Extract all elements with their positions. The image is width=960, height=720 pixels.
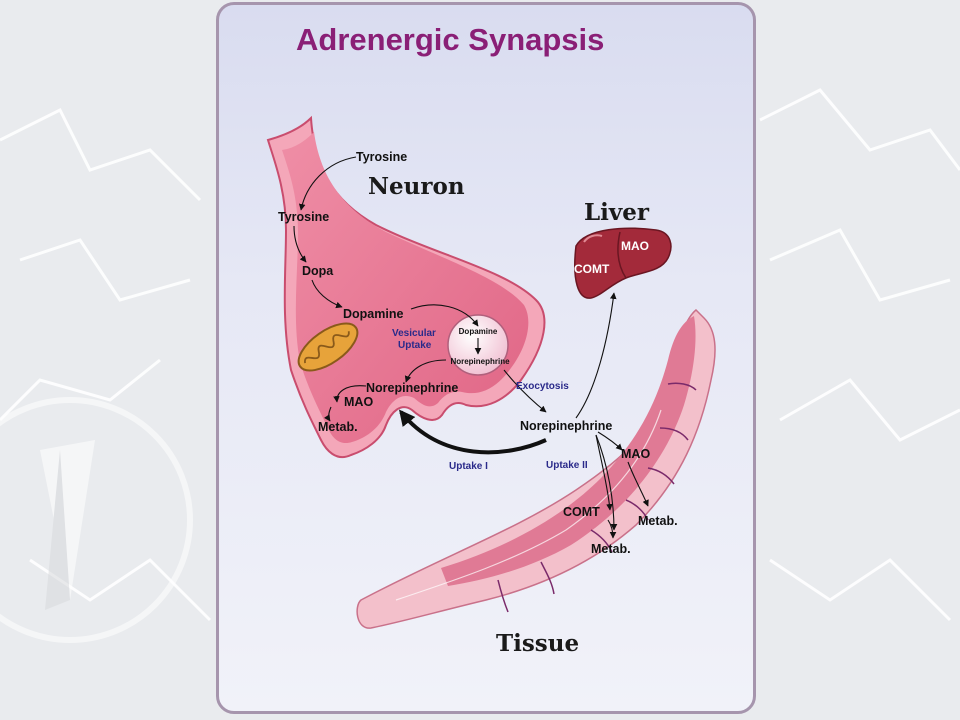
neuron-heading: Neuron [368,173,465,200]
liver-comt-label: COMT [574,262,610,276]
tyrosine-outside-label: Tyrosine [356,150,407,164]
arrow-tyrosine-in [298,156,357,211]
uptake-1-label: Uptake I [449,461,488,472]
arrow-uptake-1 [398,409,547,455]
liver-heading: Liver [584,199,650,226]
metab-neuron-label: Metab. [318,420,358,434]
vesicular-uptake-label: Vesicular Uptake [392,328,439,351]
vesicle-norepinephrine-label: Norepinephrine [450,357,510,366]
liver-mao-label: MAO [621,239,649,253]
tissue-metab-1-label: Metab. [638,514,678,528]
uptake-2-label: Uptake II [546,460,588,471]
dopamine-label: Dopamine [343,307,403,321]
arrow-uptake-2-to-comt [595,434,613,511]
tissue-heading: Tissue [496,630,579,657]
arrow-vesicular-uptake [404,359,447,383]
diagram-title: Adrenergic Synapsis [296,22,604,57]
arrow-uptake-2-to-mao [597,431,623,451]
synaptic-vesicle: Dopamine Norepinephrine [447,314,510,376]
compass-icon [0,397,193,643]
norepinephrine-label: Norepinephrine [366,381,458,395]
arrow-to-dopa [293,225,307,263]
arrow-to-mao [333,385,367,403]
arrow-mao-to-metab [627,461,649,507]
arrow-exocytosis [503,369,547,413]
arrow-to-metab [323,406,332,422]
vesicular-uptake-line1: Vesicular [392,328,436,339]
vesicle-dopamine-label: Dopamine [459,327,498,336]
tyrosine-inside-label: Tyrosine [278,210,329,224]
neuron-terminal [266,115,546,459]
target-tissue [356,308,716,629]
tissue-comt-label: COMT [563,505,600,519]
exocytosis-label: Exocytosis [516,381,569,392]
tissue-metab-2-label: Metab. [591,542,631,556]
arrow-to-liver [575,292,617,419]
tissue-mao-label: MAO [621,447,650,461]
arrow-dopamine-to-vesicle [410,304,479,327]
mitochondrion-icon [297,322,359,372]
vesicular-uptake-line2: Uptake [398,340,432,351]
liver-icon [574,227,672,299]
dopa-label: Dopa [302,264,334,278]
arrow-to-dopamine [311,279,343,309]
adrenergic-synapse-diagram: Adrenergic Synapsis Dopamine Norepinephr… [266,22,716,657]
cleft-norepinephrine-label: Norepinephrine [520,419,612,433]
arrow-uptake-2-to-metab [595,434,618,531]
arrow-comt-to-metab [607,519,617,539]
mao-neuron-label: MAO [344,395,373,409]
